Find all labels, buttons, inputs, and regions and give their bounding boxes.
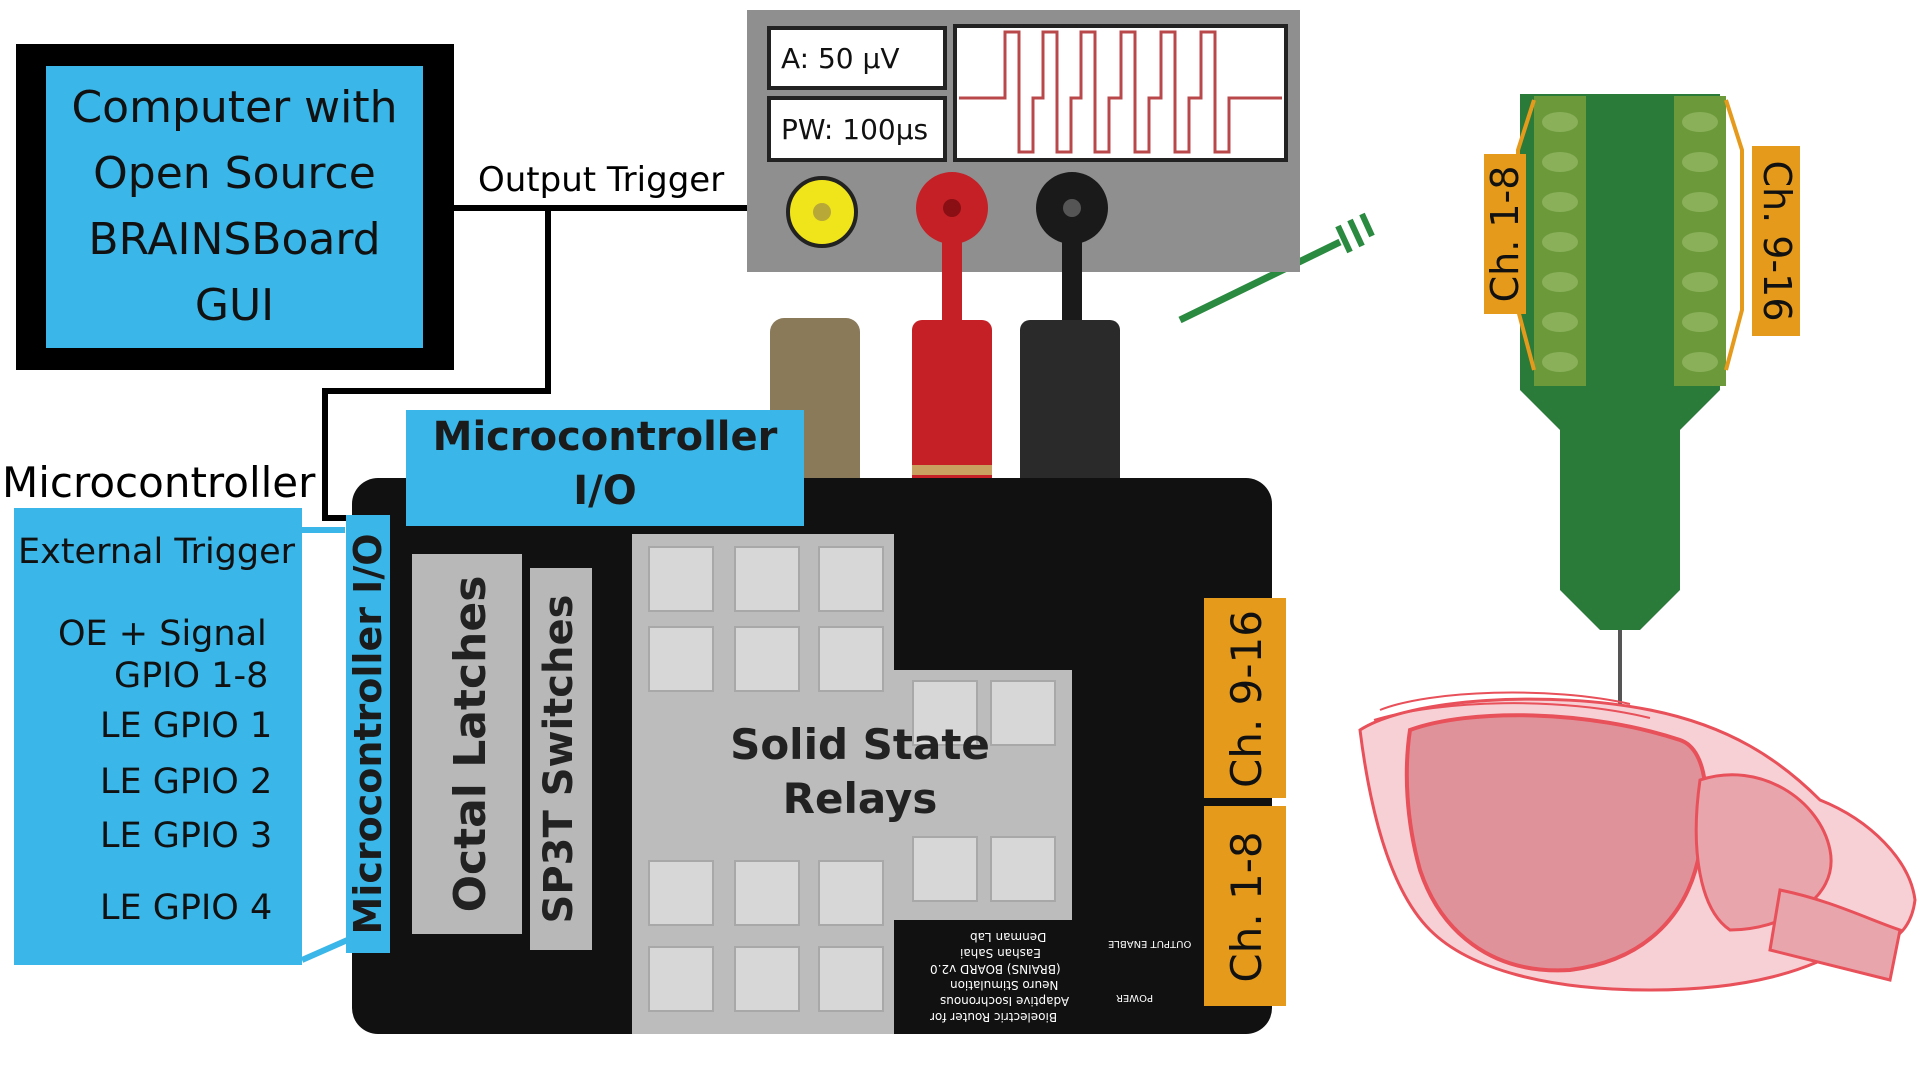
computer-line-4: GUI: [194, 280, 275, 331]
ssr-line-2: Relays: [782, 774, 938, 823]
output-enable-label: OUTPUT ENABLE: [1108, 938, 1192, 949]
ground-symbol-icon: [1335, 212, 1375, 254]
waveform-icon: [959, 30, 1282, 154]
mcu-header-label: Microcontroller I/O: [406, 410, 804, 518]
silkscreen-block: Bioelectric Router for Adaptive Isochron…: [930, 912, 1150, 1032]
probe-ch-1-8-label: Ch. 1-8: [1483, 165, 1527, 303]
amplitude-display: A: 50 μV: [767, 26, 947, 90]
ch-9-16-connector: [1204, 598, 1286, 798]
probe-ch-9-16-label: Ch. 9-16: [1755, 160, 1799, 322]
output-trigger-label: Output Trigger: [478, 160, 725, 200]
mcu-header: [406, 410, 804, 526]
le-gpio-4-label: LE GPIO 4: [100, 888, 273, 928]
external-trigger-label: External Trigger: [18, 532, 296, 572]
silk-line-1: Bioelectric Router for: [930, 1010, 1058, 1024]
silk-line-4: (BRAINS) BOARD v2.0: [930, 962, 1061, 976]
octal-latches-label: Octal Latches: [445, 575, 496, 913]
probe-icon: [1516, 94, 1744, 770]
io-connector-bottom: [300, 935, 354, 963]
silk-line-2: Adaptive Isochronous: [940, 994, 1070, 1008]
le-gpio-1-label: LE GPIO 1: [100, 706, 273, 746]
ground-wire: [1178, 238, 1342, 324]
sp3t-label: SP3T Switches: [536, 594, 582, 924]
silk-line-5: Eashan Sahai: [960, 946, 1041, 960]
ssr-label: Solid State Relays: [660, 718, 1060, 826]
ssr-line-1: Solid State: [730, 720, 990, 769]
computer-box: Computer with Open Source BRAINSBoard GU…: [46, 66, 423, 348]
silk-line-3: Neuro Stimulation: [950, 978, 1059, 992]
io-panel: External Trigger OE + Signal GPIO 1-8 LE…: [14, 508, 302, 965]
microcontroller-wire: [322, 208, 551, 521]
mcu-header-line-1: Microcontroller: [432, 414, 778, 460]
computer-line-2: Open Source: [93, 148, 376, 199]
mcu-header-line-2: I/O: [573, 468, 637, 514]
pulse-width-display: PW: 100μs: [767, 96, 947, 162]
silk-line-6: Denman Lab: [970, 930, 1047, 944]
oe-signal-label: OE + Signal: [58, 614, 267, 654]
sp3t-block: [530, 568, 592, 950]
probe-ch-1-8-tag: [1484, 154, 1526, 314]
ch-1-8-label: Ch. 1-8: [1222, 831, 1271, 983]
octal-latches-block: [412, 554, 522, 934]
probe-ch-9-16-tag: [1752, 146, 1800, 336]
gpio-1-8-label: GPIO 1-8: [114, 656, 269, 696]
le-gpio-3-label: LE GPIO 3: [100, 816, 273, 856]
brain-icon: [1358, 691, 1917, 992]
computer-line-3: BRAINSBoard: [88, 214, 381, 265]
power-label: POWER: [1116, 992, 1154, 1003]
microcontroller-label: Microcontroller: [2, 458, 316, 507]
ch-1-8-connector: [1204, 806, 1286, 1006]
le-gpio-2-label: LE GPIO 2: [100, 762, 273, 802]
ch-9-16-label: Ch. 9-16: [1222, 610, 1271, 788]
waveform-display: [953, 24, 1288, 162]
computer-line-1: Computer with: [71, 82, 398, 133]
side-header-label: Microcontroller I/O: [346, 533, 390, 935]
side-mcu-header: [346, 515, 390, 953]
